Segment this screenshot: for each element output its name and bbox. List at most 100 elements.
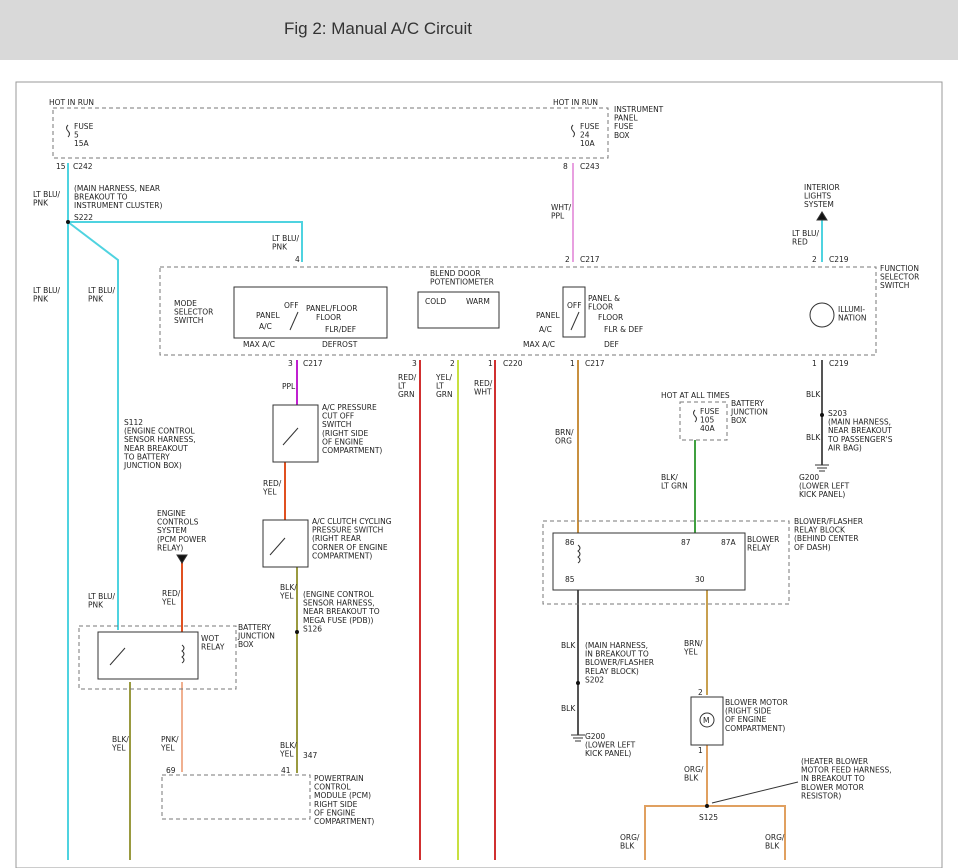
text-line: YEL bbox=[262, 488, 277, 497]
fuse-box-outline bbox=[52, 107, 609, 159]
mode-switch-box bbox=[233, 286, 388, 339]
label-def-b: DEF bbox=[604, 340, 619, 349]
label-blk-yel-a: BLK/YEL bbox=[279, 583, 297, 601]
fuse-105-symbol bbox=[693, 409, 697, 423]
text-line: NEAR BREAKOUT bbox=[124, 444, 188, 453]
label-c243-pin: 8 bbox=[563, 162, 568, 171]
text-line: YEL bbox=[279, 592, 294, 601]
label-ac-b: A/C bbox=[539, 325, 552, 334]
text-line: BLK bbox=[684, 774, 699, 783]
text-line: BOX bbox=[614, 131, 630, 140]
text-line: SWITCH bbox=[880, 281, 909, 290]
text-line: INTERIOR bbox=[804, 183, 840, 192]
label-hot-all-times: HOT AT ALL TIMES bbox=[661, 391, 730, 400]
wot-relay-box bbox=[97, 631, 199, 680]
text-line: FUNCTION bbox=[880, 264, 919, 273]
label-p41: 41 bbox=[281, 766, 291, 775]
text-line: ORG/ bbox=[684, 765, 704, 774]
label-off-b: OFF bbox=[567, 301, 582, 310]
label-panel-floor: PANEL/FLOOR bbox=[306, 304, 357, 313]
text-line: LT bbox=[398, 382, 406, 391]
text-line: FUSE bbox=[614, 122, 634, 131]
splice-s125 bbox=[705, 804, 709, 808]
text-line: ORG/ bbox=[620, 833, 640, 842]
label-floor-b: FLOOR bbox=[598, 313, 623, 322]
label-motor-m: M bbox=[703, 716, 709, 725]
text-line: JUNCTION bbox=[237, 632, 275, 641]
text-line: WOT bbox=[201, 634, 219, 643]
text-line: S126 bbox=[303, 624, 322, 633]
label-brn-org: BRN/ORG bbox=[555, 428, 574, 446]
text-line: JUNCTION bbox=[730, 408, 768, 417]
ac-clutch-switch-box bbox=[262, 519, 309, 568]
header-bar: Fig 2: Manual A/C Circuit bbox=[0, 0, 958, 60]
text-line: MOTOR FEED HARNESS, bbox=[801, 766, 892, 775]
label-wht-ppl: WHT/PPL bbox=[551, 203, 572, 221]
text-line: TO BATTERY bbox=[123, 452, 170, 461]
dashed-boxes bbox=[52, 107, 877, 820]
text-line: ENGINE bbox=[157, 509, 186, 518]
label-blk-c: BLK bbox=[561, 641, 576, 650]
text-line: CORNER OF ENGINE bbox=[312, 543, 388, 552]
text-line: BRN/ bbox=[555, 428, 574, 437]
text-line: 40A bbox=[700, 424, 716, 433]
fuse-24-symbol bbox=[571, 124, 575, 138]
label-p86: 86 bbox=[565, 538, 575, 547]
text-line: KICK PANEL) bbox=[585, 749, 631, 758]
text-line: BREAKOUT TO bbox=[74, 193, 128, 202]
motor-symbol bbox=[699, 712, 715, 728]
label-blk-yel-b: BLK/YEL bbox=[111, 735, 129, 753]
text-line: COMPARTMENT) bbox=[314, 817, 374, 826]
label-pin2b: 2 bbox=[812, 255, 817, 264]
text-line: BLOWER bbox=[747, 535, 779, 544]
text-line: RESISTOR) bbox=[801, 791, 841, 800]
text-line: (MAIN HARNESS, bbox=[585, 641, 648, 650]
label-pin1a: 1 bbox=[488, 359, 493, 368]
wire-lt-blu-pnk-to-mode bbox=[68, 221, 303, 262]
text-line: ORG/ bbox=[765, 833, 785, 842]
label-lt-blu-pnk-e: LT BLU/PNK bbox=[88, 592, 116, 610]
label-p69: 69 bbox=[166, 766, 176, 775]
text-line: (MAIN HARNESS, bbox=[828, 418, 891, 427]
label-off-a: OFF bbox=[284, 301, 299, 310]
text-line: PNK bbox=[88, 295, 104, 304]
blower-motor-box bbox=[690, 696, 724, 746]
text-line: 15A bbox=[74, 139, 90, 148]
text-line: NEAR BREAKOUT TO bbox=[303, 607, 380, 616]
label-s222: S222 bbox=[74, 213, 93, 222]
text-line: BATTERY bbox=[731, 399, 764, 408]
text-line: (LOWER LEFT bbox=[799, 482, 850, 491]
function-selector-outline bbox=[159, 266, 877, 356]
text-line: LT BLU/ bbox=[33, 286, 61, 295]
relay-coil bbox=[577, 544, 581, 564]
text-line: (ENGINE CONTROL bbox=[303, 590, 374, 599]
engine-controls-arrow bbox=[176, 554, 188, 564]
text-line: 10A bbox=[580, 139, 596, 148]
splice-s222 bbox=[66, 220, 70, 224]
text-line: (PCM POWER bbox=[157, 535, 206, 544]
text-line: S202 bbox=[585, 675, 604, 684]
text-line: MEGA FUSE (PDB)) bbox=[303, 616, 374, 625]
text-line: BLK/ bbox=[112, 735, 129, 744]
text-line: BLK/ bbox=[280, 741, 297, 750]
text-line: A/C CLUTCH CYCLING bbox=[312, 517, 392, 526]
text-line: FUSE bbox=[700, 407, 720, 416]
label-panel-floor-b: PANEL &FLOOR bbox=[588, 294, 620, 312]
label-c242-pin: 15 bbox=[56, 162, 66, 171]
text-line: SENSOR HARNESS, bbox=[303, 599, 375, 608]
label-org-blk: ORG/BLK bbox=[684, 765, 704, 783]
label-pin1c: 1 bbox=[812, 359, 817, 368]
text-line: 24 bbox=[580, 131, 590, 140]
label-ltblu-pnk-a: LT BLU/PNK bbox=[33, 190, 61, 208]
blend-door-box bbox=[417, 291, 500, 329]
label-c217c: C217 bbox=[585, 359, 605, 368]
